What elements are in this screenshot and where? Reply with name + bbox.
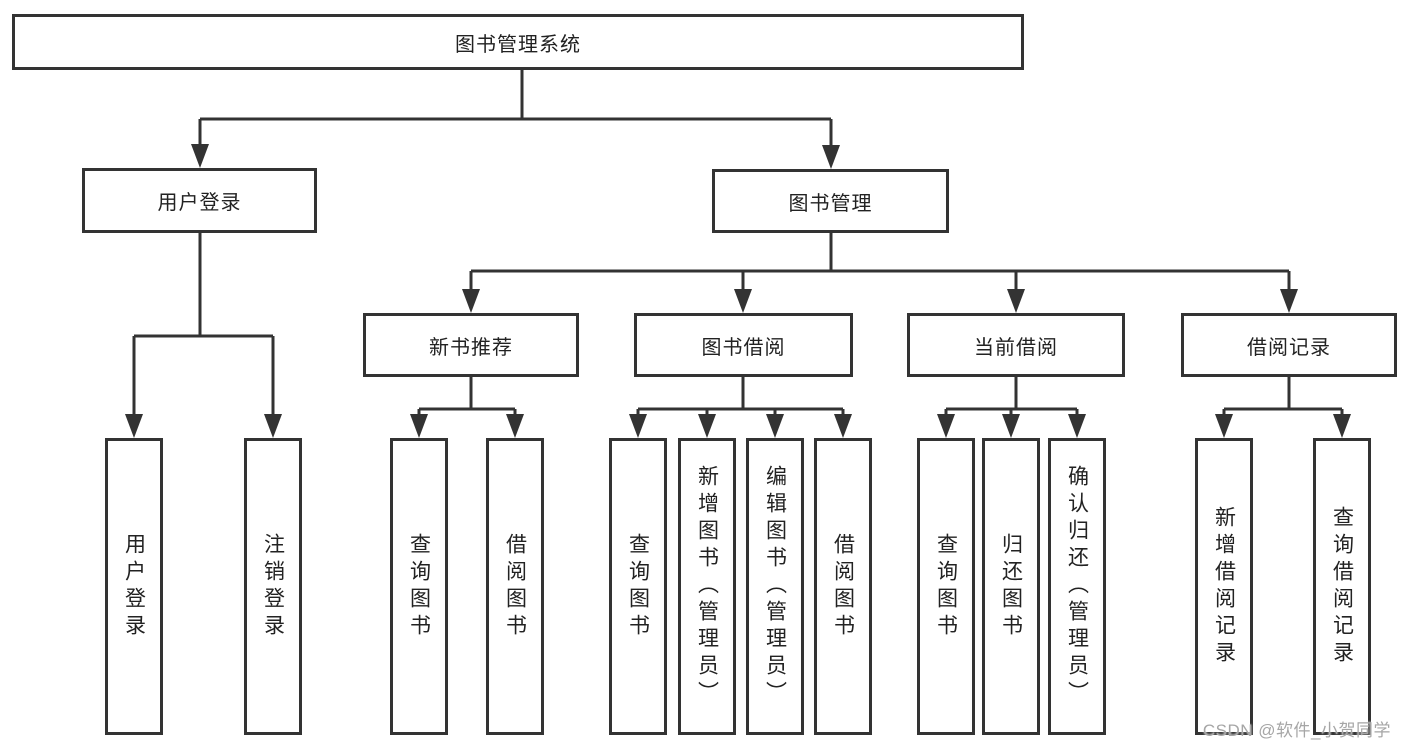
node-book-management: 图书管理 (712, 169, 949, 233)
leaf-query-borrow-record: 查询借阅记录 (1313, 438, 1371, 735)
connector-borrow-records-to-leaves (1215, 377, 1351, 438)
leaf-return-book: 归还图书 (982, 438, 1040, 735)
connector-user-login-to-leaves (125, 233, 282, 438)
leaf-edit-book-admin: 编辑图书（管理员） (746, 438, 804, 735)
leaf-borrow-books-borrow: 借阅图书 (814, 438, 872, 735)
leaf-logout: 注销登录 (244, 438, 302, 735)
leaf-confirm-return-admin: 确认归还（管理员） (1048, 438, 1106, 735)
csdn-watermark: CSDN @软件_小贺同学 (1202, 721, 1391, 740)
connector-new-book-recommend-to-leaves (410, 377, 524, 438)
leaf-add-book-admin: 新增图书（管理员） (678, 438, 736, 735)
leaf-query-books-current: 查询图书 (917, 438, 975, 735)
node-user-login: 用户登录 (82, 168, 317, 233)
node-current-borrow: 当前借阅 (907, 313, 1125, 377)
connector-book-borrow-to-leaves (629, 377, 852, 438)
node-borrow-records: 借阅记录 (1181, 313, 1397, 377)
leaf-borrow-books-newrec: 借阅图书 (486, 438, 544, 735)
connector-book-management-to-level2 (462, 233, 1298, 313)
node-library-management-system: 图书管理系统 (12, 14, 1024, 70)
connector-current-borrow-to-leaves (937, 377, 1086, 438)
leaf-query-books-borrow: 查询图书 (609, 438, 667, 735)
node-book-borrow: 图书借阅 (634, 313, 853, 377)
node-new-book-recommend: 新书推荐 (363, 313, 579, 377)
connector-root-to-level1 (191, 70, 840, 169)
leaf-query-books-newrec: 查询图书 (390, 438, 448, 735)
leaf-add-borrow-record: 新增借阅记录 (1195, 438, 1253, 735)
leaf-user-login: 用户登录 (105, 438, 163, 735)
